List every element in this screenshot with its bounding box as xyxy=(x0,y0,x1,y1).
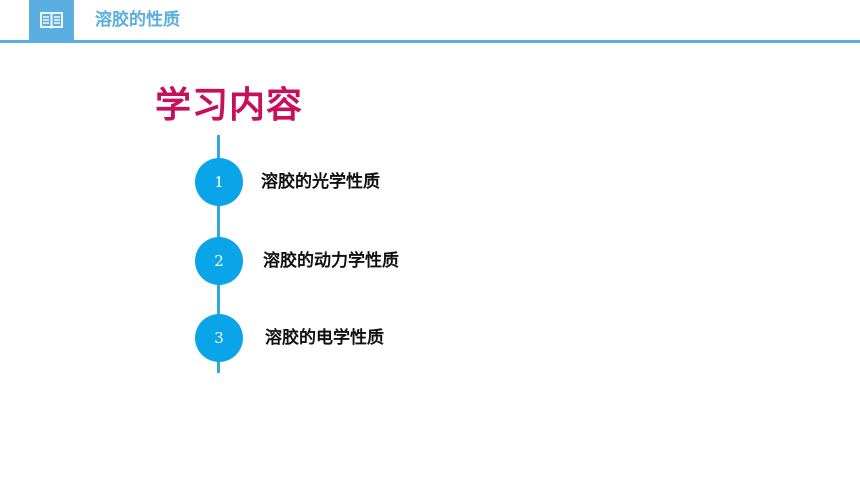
list-item-1[interactable]: 1 溶胶的光学性质 xyxy=(195,158,595,206)
list-item-2[interactable]: 2 溶胶的动力学性质 xyxy=(195,237,595,285)
item-number-badge: 3 xyxy=(195,314,243,362)
item-number-badge: 2 xyxy=(195,237,243,285)
item-label: 溶胶的电学性质 xyxy=(265,328,384,348)
slide-header: 溶胶的性质 xyxy=(0,0,860,44)
section-heading: 学习内容 xyxy=(155,85,304,126)
open-book-icon xyxy=(40,12,63,29)
item-label: 溶胶的动力学性质 xyxy=(263,251,399,271)
item-number-badge: 1 xyxy=(195,158,243,206)
header-title: 溶胶的性质 xyxy=(95,10,180,30)
header-divider xyxy=(0,40,860,43)
list-item-3[interactable]: 3 溶胶的电学性质 xyxy=(195,314,595,362)
item-label: 溶胶的光学性质 xyxy=(261,172,380,192)
header-icon-box xyxy=(29,0,74,40)
